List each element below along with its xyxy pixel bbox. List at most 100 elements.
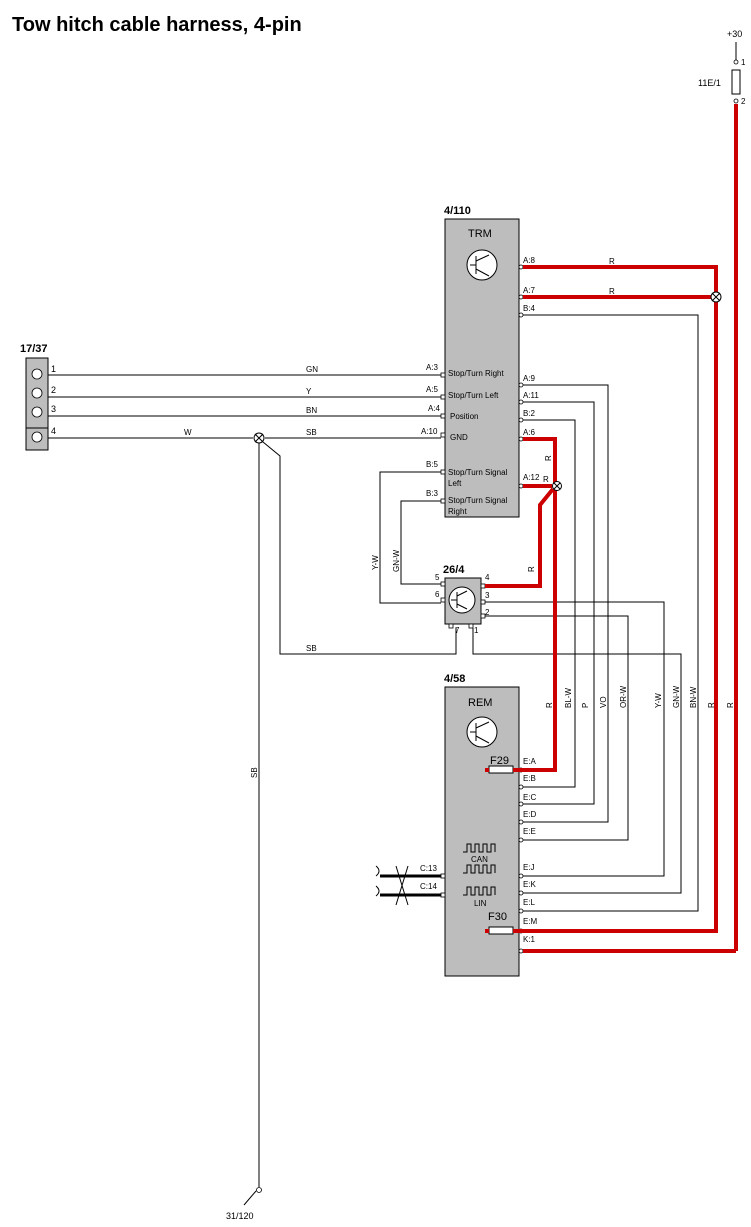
- svg-text:Y-W: Y-W: [654, 693, 663, 708]
- rem-fuse-f30-label: F30: [488, 911, 507, 923]
- svg-text:R: R: [527, 566, 536, 572]
- wire-y-w-rem: [485, 601, 665, 877]
- svg-text:VO: VO: [599, 696, 608, 708]
- svg-text:E:B: E:B: [523, 774, 536, 783]
- svg-text:C:13: C:13: [420, 864, 437, 873]
- wire-gn-w-relay: [400, 500, 441, 585]
- trm-func-signal-right: Stop/Turn Signal: [448, 496, 508, 505]
- lin-label: LIN: [474, 899, 487, 908]
- relay-id: 26/4: [443, 564, 465, 576]
- svg-text:K:1: K:1: [523, 935, 536, 944]
- connector-pin-3: 3: [51, 404, 56, 414]
- svg-text:SB: SB: [250, 767, 259, 778]
- svg-text:Y-W: Y-W: [371, 555, 380, 570]
- ground-label: 31/120: [226, 1211, 254, 1221]
- trm-func-stop-turn-right: Stop/Turn Right: [448, 369, 505, 378]
- svg-text:SB: SB: [306, 644, 317, 653]
- svg-text:B:5: B:5: [426, 460, 439, 469]
- svg-text:5: 5: [435, 573, 440, 582]
- bus-wires: [380, 874, 441, 897]
- trm-func-stop-turn-left: Stop/Turn Left: [448, 391, 499, 400]
- rem-fuse-f30: [488, 926, 514, 935]
- svg-text:7: 7: [455, 626, 460, 635]
- svg-text:E:A: E:A: [523, 757, 537, 766]
- wire-r-a6: [513, 437, 557, 772]
- rem-name: REM: [468, 697, 492, 709]
- svg-text:A:12: A:12: [523, 473, 540, 482]
- svg-text:R: R: [543, 475, 549, 484]
- wire-r-a8: [513, 265, 718, 933]
- svg-text:A:8: A:8: [523, 256, 536, 265]
- trm-func-signal-right-2: Right: [448, 507, 467, 516]
- svg-text:R: R: [544, 455, 553, 461]
- svg-text:GN-W: GN-W: [672, 685, 681, 708]
- svg-text:B:3: B:3: [426, 489, 439, 498]
- svg-text:A:11: A:11: [523, 391, 539, 400]
- svg-text:R: R: [707, 702, 716, 708]
- svg-text:E:D: E:D: [523, 810, 537, 819]
- svg-text:R: R: [609, 257, 615, 266]
- svg-text:W: W: [184, 428, 192, 437]
- rem-transistor-icon: [466, 716, 498, 748]
- svg-text:P: P: [581, 703, 590, 708]
- trm-func-gnd: GND: [450, 433, 468, 442]
- svg-text:BL-W: BL-W: [564, 688, 573, 708]
- svg-text:E:M: E:M: [523, 917, 538, 926]
- svg-text:A:5: A:5: [426, 385, 439, 394]
- wire-gn-w-rem: [472, 628, 682, 894]
- fuse-11e1: [731, 69, 741, 95]
- wire-bl-w: [523, 384, 609, 823]
- trm-left-pins: A:3 A:5 A:4 A:10 B:5 B:3: [421, 363, 446, 504]
- wire-y-w: [379, 471, 441, 604]
- svg-text:Y: Y: [306, 387, 312, 396]
- trm-right-pins: A:8 A:7 B:4 A:9 A:11 B:2 A:6 A:12: [518, 256, 540, 489]
- relay-pins: 5 6 4 3 2 7 1: [435, 573, 490, 635]
- splice-r-a7: [710, 291, 722, 303]
- diagram-title: Tow hitch cable harness, 4-pin: [12, 14, 302, 36]
- connector-17-37: [25, 357, 49, 451]
- svg-text:SB: SB: [306, 428, 317, 437]
- can-icon: [463, 843, 496, 853]
- svg-text:GN: GN: [306, 365, 318, 374]
- fuse-pin-1: 1: [741, 58, 746, 67]
- wire-vo: [523, 419, 576, 788]
- rem-id: 4/58: [444, 673, 465, 685]
- rem-right-pins: E:A E:B E:C E:D E:E E:J E:K E:L E:M K:1: [518, 757, 538, 954]
- trm-transistor-icon: [466, 249, 498, 281]
- fuse-label: 11E/1: [698, 78, 721, 88]
- svg-text:BN: BN: [306, 406, 317, 415]
- lin-icon: [463, 886, 496, 896]
- svg-text:A:6: A:6: [523, 428, 536, 437]
- trm-func-signal-left: Stop/Turn Signal: [448, 468, 508, 477]
- connector-pin-2: 2: [51, 385, 56, 395]
- svg-text:C:14: C:14: [420, 882, 437, 891]
- svg-text:1: 1: [474, 626, 479, 635]
- svg-text:OR-W: OR-W: [619, 685, 628, 708]
- supply-label: +30: [727, 29, 742, 39]
- svg-text:R: R: [545, 702, 554, 708]
- can-label: CAN: [471, 855, 488, 864]
- rem-fuse-f29-label: F29: [490, 755, 509, 767]
- rem-left-pins: C:13 C:14: [420, 864, 446, 898]
- svg-text:E:L: E:L: [523, 898, 536, 907]
- trm-func-position: Position: [450, 412, 478, 421]
- svg-text:E:K: E:K: [523, 880, 537, 889]
- fuse-pin-2: 2: [741, 97, 746, 106]
- svg-text:E:J: E:J: [523, 863, 535, 872]
- svg-text:B:4: B:4: [523, 304, 536, 313]
- svg-text:2: 2: [485, 608, 490, 617]
- trm-id: 4/110: [444, 205, 471, 217]
- trm-name: TRM: [468, 228, 492, 240]
- svg-text:A:4: A:4: [428, 404, 441, 413]
- svg-text:GN-W: GN-W: [392, 549, 401, 572]
- svg-text:3: 3: [485, 591, 490, 600]
- rem-fuse-f29: [488, 765, 514, 774]
- wire-p: [523, 401, 595, 805]
- connector-id: 17/37: [20, 343, 48, 355]
- wire-r-relay: [485, 487, 555, 588]
- svg-text:A:3: A:3: [426, 363, 439, 372]
- svg-text:4: 4: [485, 573, 490, 582]
- svg-text:A:9: A:9: [523, 374, 536, 383]
- wire-sb-relay: [262, 441, 457, 655]
